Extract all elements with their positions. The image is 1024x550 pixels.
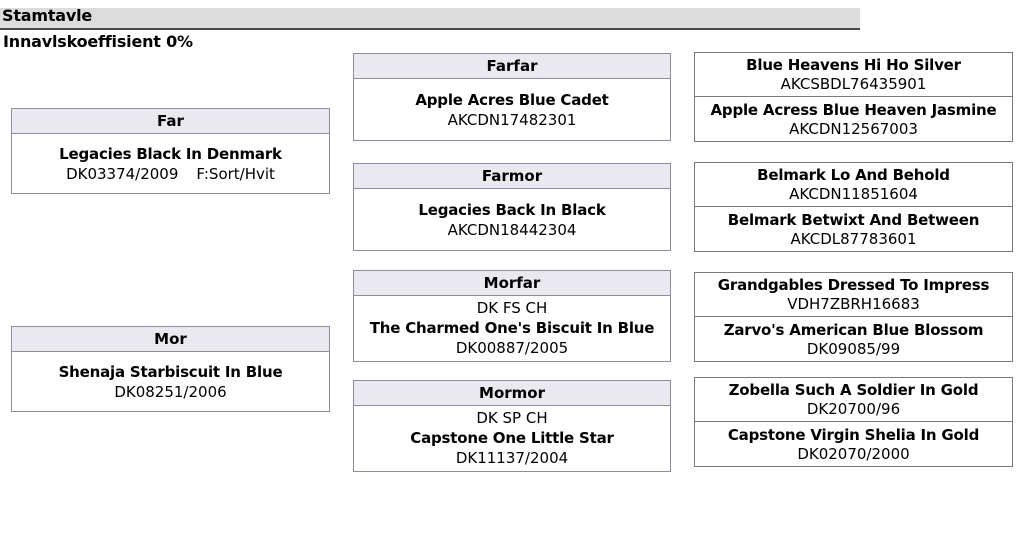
pedigree-box-paternal-grandmother[interactable]: Farmor Legacies Back In Black AKCDN18442…: [353, 163, 671, 251]
pedigree-box-great-grandfather-1[interactable]: Blue Heavens Hi Ho Silver AKCSBDL7643590…: [695, 53, 1012, 97]
pedigree-box-mother[interactable]: Mor Shenaja Starbiscuit In Blue DK08251/…: [11, 326, 330, 412]
dog-name-maternal-grandfather: The Charmed One's Biscuit In Blue: [369, 319, 655, 337]
pedigree-box-great-grandmother-4[interactable]: Capstone Virgin Shelia In Gold DK02070/2…: [695, 422, 1012, 466]
pedigree-box-great-grandfather-4[interactable]: Zobella Such A Soldier In Gold DK20700/9…: [695, 378, 1012, 422]
dog-name-paternal-grandfather: Apple Acres Blue Cadet: [415, 90, 609, 109]
dog-reg-maternal-grandfather: DK00887/2005: [455, 339, 569, 357]
pedigree-box-great-grandmother-3[interactable]: Zarvo's American Blue Blossom DK09085/99: [695, 317, 1012, 361]
pedigree-role-label-paternal-grandmother: Farmor: [354, 164, 670, 189]
pedigree-role-label-maternal-grandmother: Mormor: [354, 381, 670, 406]
pedigree-box-great-grandfather-3[interactable]: Grandgables Dressed To Impress VDH7ZBRH1…: [695, 273, 1012, 317]
dog-reg-great-grandfather-1: AKCSBDL76435901: [780, 75, 927, 93]
dog-reg-great-grandfather-2: AKCDN11851604: [789, 185, 918, 203]
pedigree-pair-great-grandparents-1: Blue Heavens Hi Ho Silver AKCSBDL7643590…: [694, 52, 1013, 142]
pedigree-role-label-father: Far: [12, 109, 329, 134]
dog-name-mother: Shenaja Starbiscuit In Blue: [58, 362, 283, 381]
dog-reg-paternal-grandmother: AKCDN18442304: [447, 220, 577, 239]
dog-reg-great-grandmother-2: AKCDL87783601: [790, 229, 917, 248]
pedigree-role-label-maternal-grandfather: Morfar: [354, 271, 670, 296]
dog-reg-great-grandmother-3: DK09085/99: [806, 339, 901, 358]
inbreeding-coefficient-label: Innavlskoeffisient 0%: [3, 32, 193, 51]
dog-name-great-grandfather-1: Blue Heavens Hi Ho Silver: [746, 56, 961, 74]
dog-name-great-grandmother-2: Belmark Betwixt And Between: [727, 210, 980, 229]
pedigree-role-label-mother: Mor: [12, 327, 329, 352]
page-title: Stamtavle: [2, 6, 93, 25]
pedigree-box-great-grandmother-2[interactable]: Belmark Betwixt And Between AKCDL8778360…: [695, 207, 1012, 251]
dog-reg-number-father: DK03374/2009: [66, 164, 179, 183]
dog-reg-great-grandfather-4: DK20700/96: [806, 400, 901, 418]
dog-reg-father: DK03374/2009 F:Sort/Hvit: [66, 165, 275, 184]
pedigree-box-maternal-grandmother[interactable]: Mormor DK SP CH Capstone One Little Star…: [353, 380, 671, 472]
pedigree-box-great-grandmother-1[interactable]: Apple Acress Blue Heaven Jasmine AKCDN12…: [695, 97, 1012, 141]
dog-color-father: F:Sort/Hvit: [196, 164, 275, 183]
dog-reg-mother: DK08251/2006: [114, 382, 227, 401]
dog-title-maternal-grandfather: DK FS CH: [476, 299, 548, 317]
dog-name-great-grandmother-1: Apple Acress Blue Heaven Jasmine: [710, 100, 997, 119]
pedigree-box-body-mother: Shenaja Starbiscuit In Blue DK08251/2006: [12, 352, 329, 411]
pedigree-pair-great-grandparents-3: Grandgables Dressed To Impress VDH7ZBRH1…: [694, 272, 1013, 362]
pedigree-title-bar: [0, 8, 860, 30]
dog-name-great-grandmother-3: Zarvo's American Blue Blossom: [723, 320, 984, 339]
dog-name-great-grandmother-4: Capstone Virgin Shelia In Gold: [727, 425, 980, 444]
pedigree-box-body-maternal-grandmother: DK SP CH Capstone One Little Star DK1113…: [354, 406, 670, 471]
pedigree-box-body-paternal-grandfather: Apple Acres Blue Cadet AKCDN17482301: [354, 79, 670, 140]
pedigree-box-body-father: Legacies Black In Denmark DK03374/2009 F:…: [12, 134, 329, 193]
pedigree-box-body-paternal-grandmother: Legacies Back In Black AKCDN18442304: [354, 189, 670, 250]
pedigree-role-label-paternal-grandfather: Farfar: [354, 54, 670, 79]
dog-name-father: Legacies Black In Denmark: [59, 144, 282, 163]
pedigree-box-maternal-grandfather[interactable]: Morfar DK FS CH The Charmed One's Biscui…: [353, 270, 671, 362]
dog-name-maternal-grandmother: Capstone One Little Star: [410, 429, 614, 447]
dog-reg-great-grandfather-3: VDH7ZBRH16683: [787, 295, 920, 313]
dog-reg-great-grandmother-4: DK02070/2000: [797, 444, 910, 463]
dog-name-great-grandfather-3: Grandgables Dressed To Impress: [717, 276, 990, 294]
pedigree-box-father[interactable]: Far Legacies Black In Denmark DK03374/20…: [11, 108, 330, 194]
dog-reg-paternal-grandfather: AKCDN17482301: [447, 110, 577, 129]
pedigree-pair-great-grandparents-2: Belmark Lo And Behold AKCDN11851604 Belm…: [694, 162, 1013, 252]
pedigree-box-body-maternal-grandfather: DK FS CH The Charmed One's Biscuit In Bl…: [354, 296, 670, 361]
pedigree-box-paternal-grandfather[interactable]: Farfar Apple Acres Blue Cadet AKCDN17482…: [353, 53, 671, 141]
dog-name-great-grandfather-4: Zobella Such A Soldier In Gold: [728, 381, 979, 399]
dog-title-maternal-grandmother: DK SP CH: [476, 409, 548, 427]
dog-name-great-grandfather-2: Belmark Lo And Behold: [757, 166, 950, 184]
pedigree-pair-great-grandparents-4: Zobella Such A Soldier In Gold DK20700/9…: [694, 377, 1013, 467]
dog-reg-great-grandmother-1: AKCDN12567003: [789, 119, 918, 138]
pedigree-box-great-grandfather-2[interactable]: Belmark Lo And Behold AKCDN11851604: [695, 163, 1012, 207]
dog-reg-maternal-grandmother: DK11137/2004: [455, 449, 569, 467]
dog-name-paternal-grandmother: Legacies Back In Black: [418, 200, 606, 219]
